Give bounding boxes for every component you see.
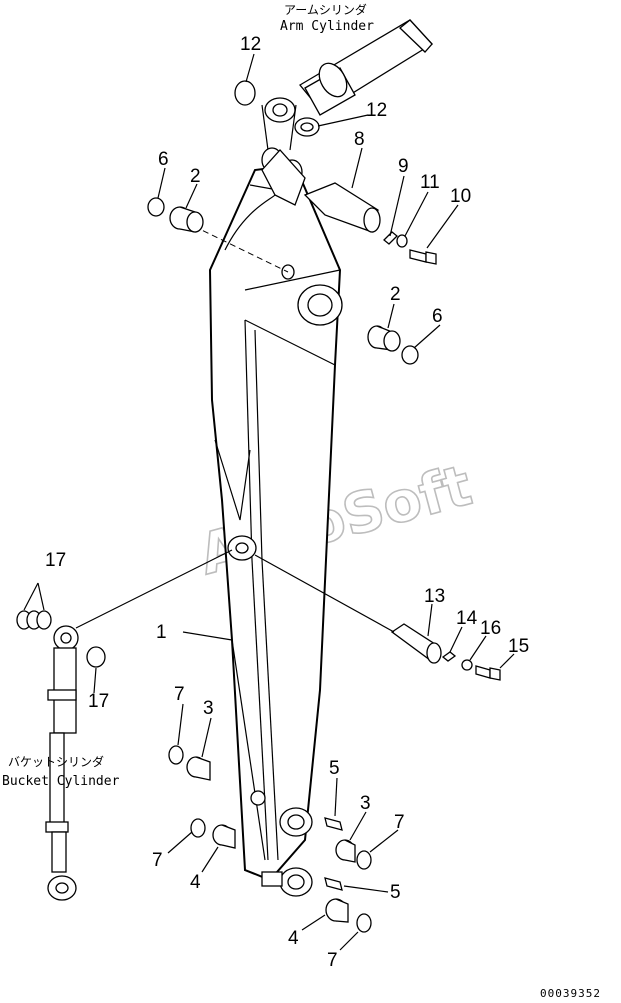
shim-12-top [234, 80, 256, 106]
pin-axis-dash [184, 221, 289, 273]
part-6-label-b: 6 [432, 306, 443, 327]
lock-pin-9 [383, 231, 398, 245]
seal-7-c [356, 850, 372, 870]
arm-body [208, 147, 343, 897]
arm-cylinder-label-jp: アームシリンダ [284, 2, 367, 17]
part-3-label-a: 3 [203, 698, 214, 719]
part-17-label-b: 17 [88, 691, 109, 712]
bucket-cylinder-label-jp: バケットシリンダ [8, 754, 104, 769]
part-2-label-a: 2 [190, 166, 201, 187]
part-8-label: 8 [354, 129, 365, 150]
part-13-label: 13 [424, 586, 445, 607]
part-5-label-b: 5 [390, 882, 401, 903]
part-9-label: 9 [398, 156, 409, 177]
bushing-4-right [325, 898, 349, 923]
part-17-label-a: 17 [45, 550, 66, 571]
part-3-label-b: 3 [360, 793, 371, 814]
part-7-label-c: 7 [152, 850, 163, 871]
part-7-label-b: 7 [394, 812, 405, 833]
pin-13 [390, 623, 442, 664]
drawing-code: 00039352 [540, 987, 601, 1000]
part-15-label: 15 [508, 636, 529, 657]
arm-cylinder-label-en: Arm Cylinder [280, 19, 374, 34]
seal-7-d [356, 913, 372, 933]
part-6-label-a: 6 [158, 149, 169, 170]
leader-lines [23, 53, 515, 951]
part-1-label: 1 [156, 622, 167, 643]
fitting-5-b [324, 877, 343, 891]
bucket-cylinder-label-en: Bucket Cylinder [2, 774, 120, 789]
bushing-2-right [367, 325, 401, 352]
bucket-cylinder [45, 625, 79, 901]
part-5-label-a: 5 [329, 758, 340, 779]
part-14-label: 14 [456, 608, 478, 629]
seal-7-a [168, 745, 184, 765]
washer-11 [396, 234, 408, 248]
seal-6-right [401, 345, 419, 365]
part-7-label-a: 7 [174, 684, 185, 705]
part-10-label: 10 [450, 186, 471, 207]
part-2-label-b: 2 [390, 284, 401, 305]
shim-17-right [86, 646, 106, 668]
part-4-label-b: 4 [288, 928, 299, 949]
bushing-3-left [186, 756, 211, 781]
seals-17-left [16, 610, 52, 630]
bushing-2-top [169, 206, 204, 233]
part-12-label-b: 12 [366, 100, 387, 121]
pin-8 [303, 182, 381, 233]
seal-7-b [190, 818, 206, 838]
seal-6-top [147, 197, 165, 217]
bolt-15 [475, 665, 501, 681]
bolt-10 [409, 249, 437, 265]
bushing-4-left [212, 824, 236, 849]
arm-cylinder [261, 19, 434, 151]
washer-16 [461, 659, 473, 671]
lock-pin-14 [441, 651, 457, 662]
bushing-3-right [335, 839, 356, 863]
part-4-label-a: 4 [190, 872, 201, 893]
fitting-5-a [324, 817, 343, 831]
part-16-label: 16 [480, 618, 501, 639]
part-12-label-a: 12 [240, 34, 261, 55]
part-7-label-d: 7 [327, 950, 338, 971]
part-11-label: 11 [420, 172, 440, 193]
